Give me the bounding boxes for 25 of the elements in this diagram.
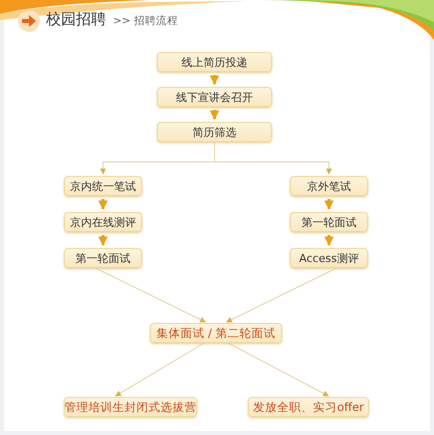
- arrow: [210, 110, 220, 120]
- arrow: [324, 235, 334, 246]
- process-box: 线上简历投递: [157, 52, 272, 72]
- process-box: 第一轮面试: [64, 248, 142, 268]
- arrow: [114, 342, 204, 396]
- process-box: 集体面试 / 第二轮面试: [150, 323, 282, 343]
- arrow: [98, 235, 108, 246]
- process-box: 线下宣讲会召开: [157, 87, 272, 107]
- process-box: 发放全职、实习offer: [248, 397, 369, 417]
- arrow: [214, 142, 332, 175]
- arrow: [98, 199, 108, 210]
- breadcrumb-text: >> 招聘流程: [113, 14, 178, 28]
- arrow: [226, 268, 338, 322]
- process-box: 简历筛选: [157, 122, 272, 142]
- process-box: 京外笔试: [290, 176, 368, 196]
- arrow: [228, 342, 330, 396]
- title: 校园招聘: [46, 10, 106, 29]
- arrow: [94, 268, 206, 322]
- process-box: 京内统一笔试: [64, 176, 142, 196]
- process-box: Access测评: [290, 248, 368, 268]
- process-box: 第一轮面试: [290, 212, 368, 232]
- process-box: 管理培训生封闭式选拔营: [64, 397, 197, 417]
- process-box: 京内在线测评: [64, 212, 142, 232]
- arrow: [324, 199, 334, 210]
- arrow: [210, 75, 220, 85]
